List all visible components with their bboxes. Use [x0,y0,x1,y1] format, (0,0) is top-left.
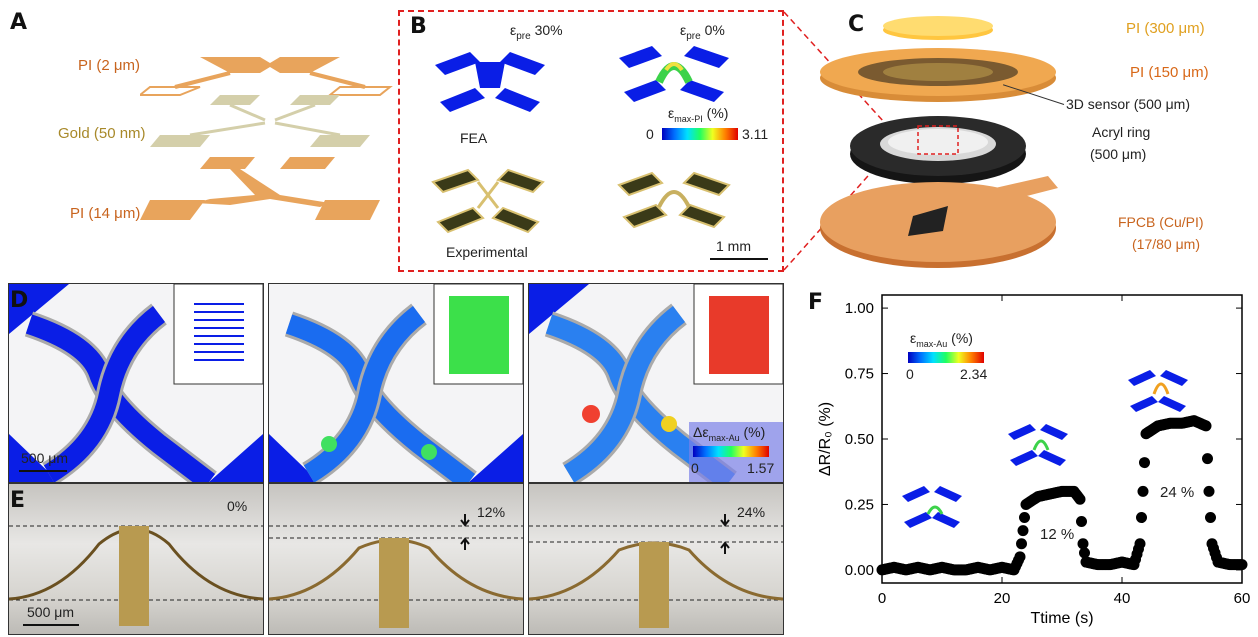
layer-label-3d-sensor: 3D sensor (500 μm) [1066,96,1190,112]
strain-label-24: 24% [737,504,766,520]
colorbar-d-min: 0 [691,460,699,476]
y-tick-label: 0.25 [845,496,874,513]
colorbar-f-max: 2.34 [960,366,988,382]
layer-label-acryl-ring: Acryl ring [1092,124,1151,140]
strain-label-12: 12% [477,504,506,520]
data-point [1079,547,1090,559]
colorbar-b-min: 0 [646,126,654,142]
layer-label-pi-14: PI (14 μm) [70,205,141,222]
layer-label-gold: Gold (50 nm) [58,125,146,142]
annotation-24: 24 % [1160,484,1195,501]
layer-label-pi-300: PI (300 μm) [1126,20,1205,37]
data-point [1074,493,1086,505]
panel-d-scale-text: 500 μm [21,450,68,466]
x-tick-label: 40 [1114,590,1131,607]
data-point [1205,512,1216,524]
experimental-label: Experimental [446,244,528,260]
panel-a-exploded-layers [140,57,393,220]
panel-e-label: E [10,488,26,513]
panel-d-label: D [10,288,29,313]
sensor-icon-0pct [902,486,962,528]
colorbar-f-min: 0 [906,366,914,382]
panel-e-scale-text: 500 μm [27,604,74,620]
layer-label-acryl-thickness: (500 μm) [1090,146,1147,162]
data-point [1137,485,1149,497]
y-tick-label: 1.00 [845,300,874,317]
colorbar-f-title: εmax-Au (%) [910,330,973,349]
x-tick-label: 0 [878,590,886,607]
gold-layer [150,95,370,147]
eps-pre-30-label: εpre 30% [510,22,563,42]
eps-pre-0-label: εpre 0% [680,22,725,42]
panel-e-image-2: 12% [268,483,524,635]
colorbar-d-max: 1.57 [747,460,775,476]
data-point [1014,551,1026,563]
colorbar-b-max: 3.11 [742,126,769,142]
colorbar-d [693,446,769,457]
colorbar-f [908,352,984,363]
panel-b-scale-text: 1 mm [716,238,751,254]
pi-bottom-layer [140,157,380,220]
fea-buckled-sensor [619,46,729,102]
panel-d-image-1: 500 μm [8,283,264,483]
annotation-12: 12 % [1040,526,1075,543]
panel-e-image-1: 0% 500 μm [8,483,264,635]
layer-label-fpcb: FPCB (Cu/PI) [1118,214,1204,230]
data-point [1017,525,1029,537]
data-point [1202,453,1213,465]
panel-b-label: B [410,14,427,39]
colorbar-b-title: εmax-PI (%) [668,105,729,124]
data-point [1077,538,1089,550]
data-point [1016,538,1027,550]
fea-flat-sensor [435,52,545,112]
data-point [1139,457,1150,469]
data-point [1200,420,1212,432]
data-point [1136,512,1147,524]
layer-label-pi-2: PI (2 μm) [78,57,140,74]
data-point [1076,515,1087,527]
data-point [1019,512,1030,524]
experimental-buckled-photo [617,171,731,229]
y-tick-label: 0.50 [845,431,874,448]
panel-d-image-3: Δεmax-Au (%) 0 1.57 [528,283,784,483]
panel-c-exploded-device [820,16,1058,268]
panel-a-label: A [10,10,28,35]
sensor-icon-24pct [1128,370,1188,412]
layer-label-pi-150: PI (150 μm) [1130,64,1209,81]
pi-top-layer [140,57,393,96]
colorbar-d-title: Δεmax-Au (%) [693,424,766,443]
panel-e-image-3: 24% [528,483,784,635]
panel-d-image-2 [268,283,524,483]
layer-label-fpcb-thickness: (17/80 μm) [1132,236,1200,252]
fea-label: FEA [460,130,488,146]
panel-b-scalebar [710,258,768,260]
y-tick-label: 0.75 [845,366,874,383]
y-tick-label: 0.00 [845,562,874,579]
panel-f-label: F [808,290,824,315]
panel-e-scalebar [23,624,79,626]
data-point [1134,538,1146,550]
x-tick-label: 20 [994,590,1011,607]
x-tick-label: 60 [1234,590,1251,607]
panel-b-frame [398,10,784,272]
panel-d-scalebar [19,470,67,472]
panel-c-label: C [848,12,865,37]
y-axis-label: ΔR/R₀ (%) [817,402,834,476]
sensor-icon-12pct [1008,424,1068,466]
experimental-flat-photo [431,168,545,234]
strain-label-0: 0% [227,498,248,514]
colorbar-b [662,128,738,140]
data-point [1203,485,1215,497]
x-axis-label: Ttime (s) [1030,610,1093,627]
